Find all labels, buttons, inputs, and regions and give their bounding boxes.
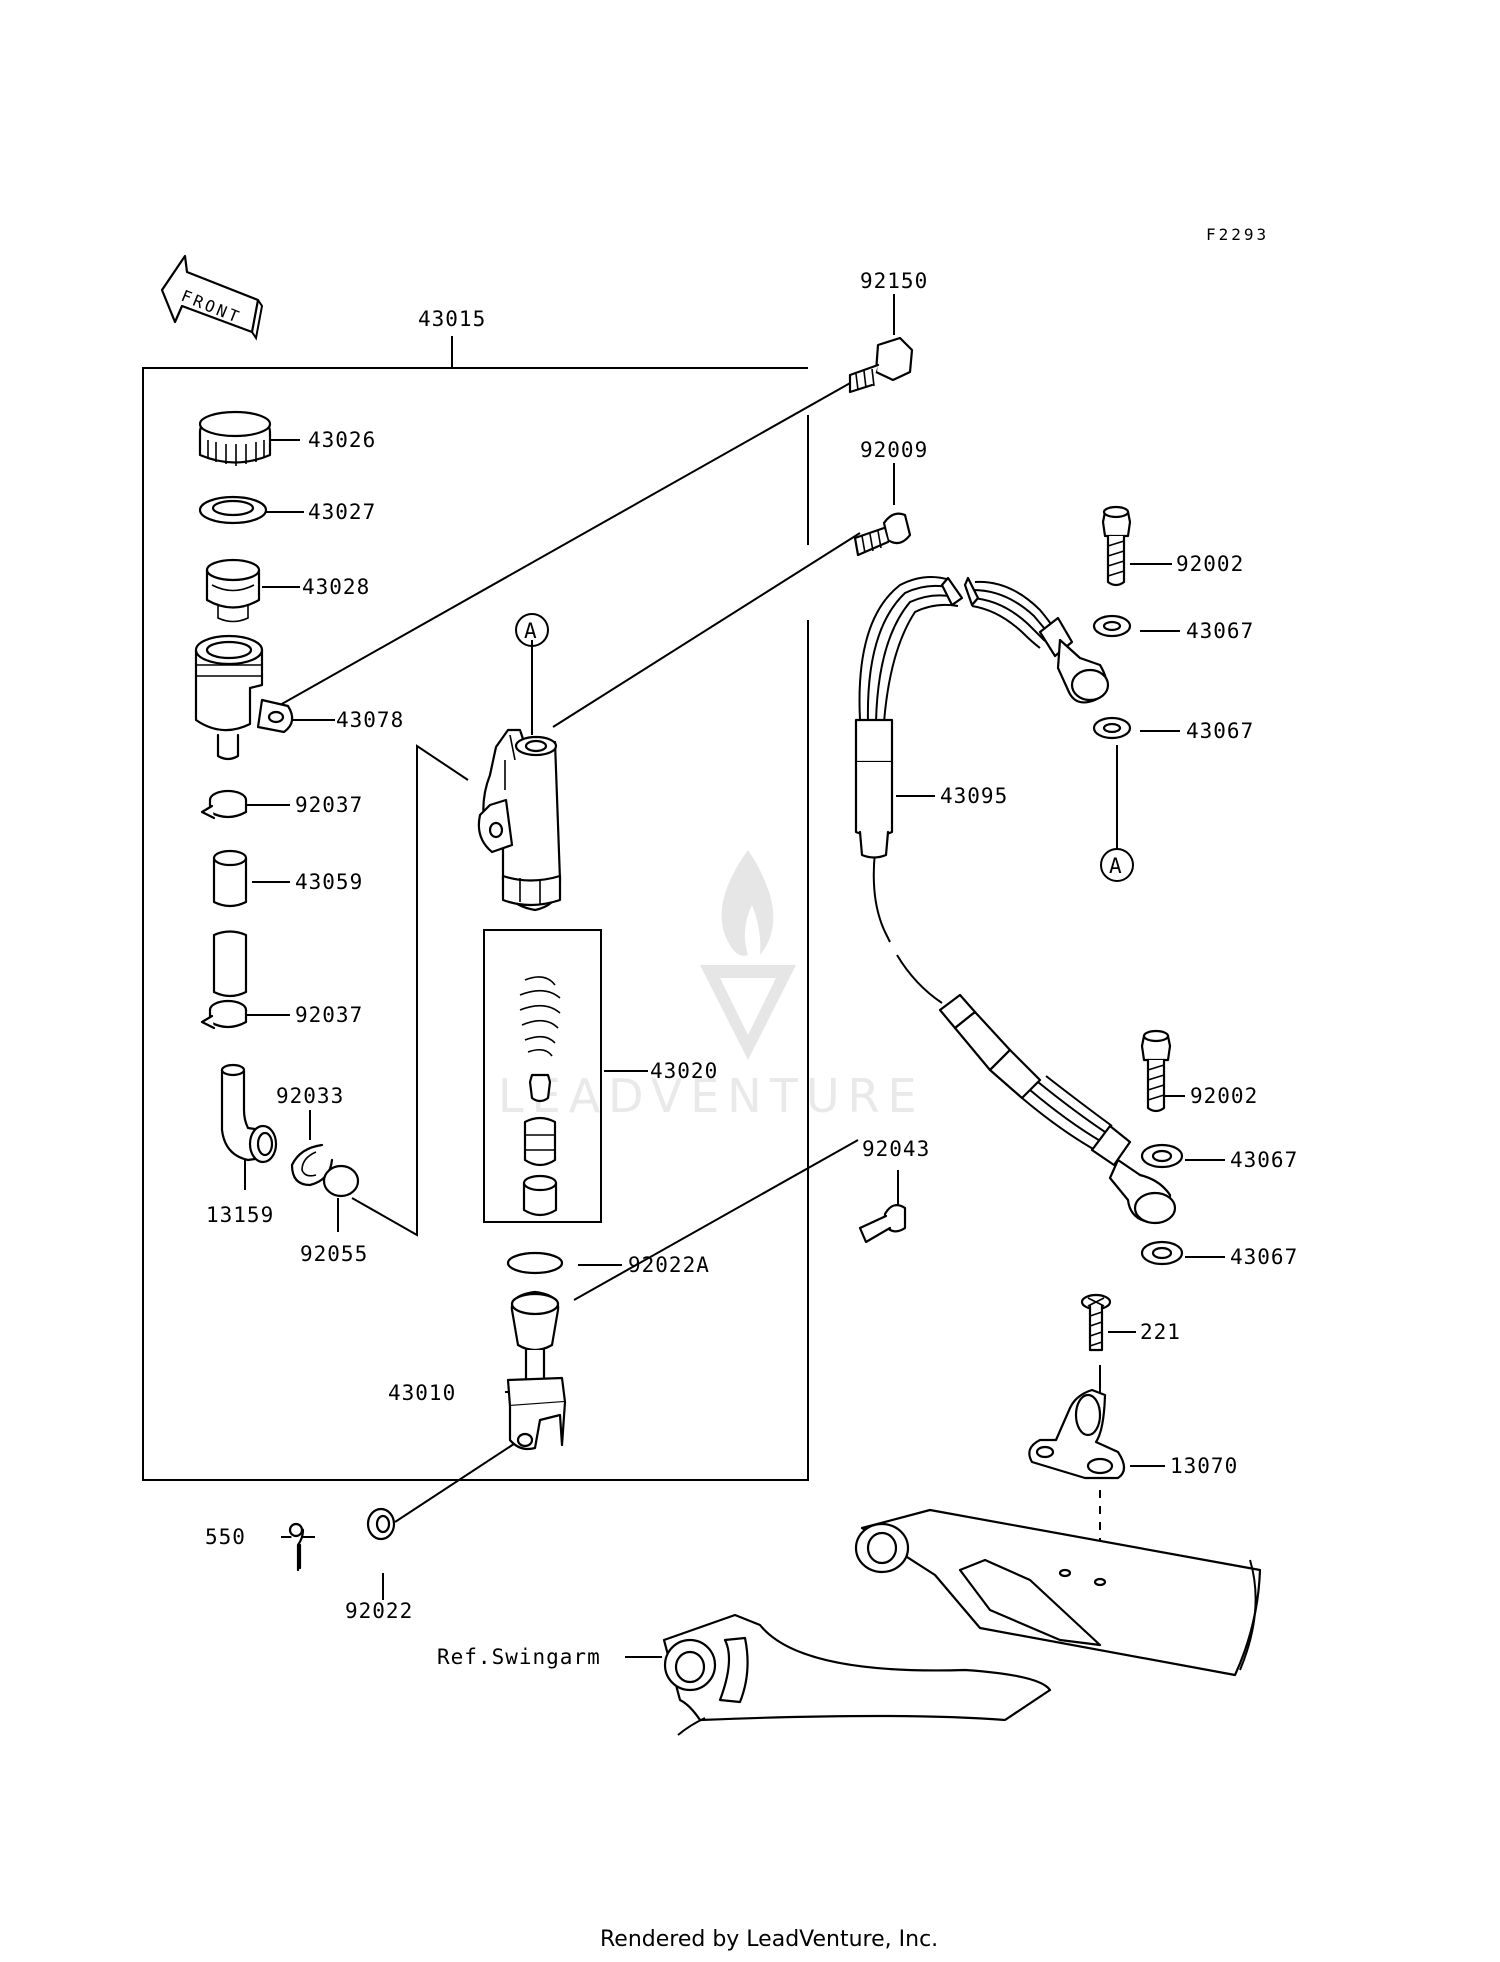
cotter-pin-icon — [288, 1522, 305, 1572]
label-43059: 43059 — [295, 870, 363, 894]
label-92022A: 92022A — [628, 1253, 710, 1277]
footer-credit: Rendered by LeadVenture, Inc. — [600, 1927, 938, 1952]
label-43067-d: 43067 — [1230, 1245, 1298, 1269]
watermark-text: LEADVENTURE — [498, 1069, 925, 1123]
snap-ring-icon — [506, 1251, 564, 1275]
callout-a-right: A — [1109, 854, 1123, 878]
label-43028: 43028 — [302, 575, 370, 599]
label-92002-lower: 92002 — [1190, 1084, 1258, 1108]
elbow-fitting-icon — [220, 1063, 278, 1164]
label-43027: 43027 — [308, 500, 376, 524]
label-43067-b: 43067 — [1186, 719, 1254, 743]
washer-icon-43067-a — [1092, 614, 1132, 638]
label-550: 550 — [205, 1525, 246, 1549]
label-43010: 43010 — [388, 1381, 456, 1405]
label-43067-c: 43067 — [1230, 1148, 1298, 1172]
reservoir-cap-icon — [198, 410, 272, 466]
reservoir-tank-icon — [194, 634, 294, 761]
label-92022: 92022 — [345, 1599, 413, 1623]
label-43078: 43078 — [336, 708, 404, 732]
label-92150: 92150 — [860, 269, 928, 293]
piston-kit-icon — [519, 976, 561, 1217]
label-92009: 92009 — [860, 438, 928, 462]
label-92037-upper: 92037 — [295, 793, 363, 817]
o-ring-icon — [322, 1164, 360, 1198]
reservoir-hose-icon — [212, 849, 248, 998]
hose-clamp-icon-lower — [200, 999, 248, 1030]
screw-icon-92009 — [853, 512, 912, 557]
brake-hose-icon — [854, 575, 1110, 859]
label-43015: 43015 — [418, 307, 486, 331]
front-arrow-icon: FRONT — [160, 254, 264, 341]
label-92043: 92043 — [862, 1137, 930, 1161]
swingarm-icon — [662, 1508, 1262, 1736]
clevis-pin-icon — [858, 1203, 907, 1244]
screw-icon-221 — [1080, 1293, 1112, 1352]
label-92033: 92033 — [276, 1084, 344, 1108]
washer-icon-43067-b — [1092, 716, 1132, 740]
washer-icon-43067-d — [1140, 1240, 1184, 1266]
label-43026: 43026 — [308, 428, 376, 452]
banjo-bolt-icon-lower — [1140, 1029, 1172, 1113]
label-43020: 43020 — [650, 1059, 718, 1083]
brake-hose-lower-icon — [938, 993, 1177, 1225]
label-43095: 43095 — [940, 784, 1008, 808]
label-13070: 13070 — [1170, 1454, 1238, 1478]
figure-code: F2293 — [1206, 225, 1269, 244]
washer-icon-43067-c — [1140, 1143, 1184, 1169]
bolt-icon-92150 — [848, 336, 914, 394]
banjo-bolt-icon-upper — [1101, 505, 1132, 587]
label-92002-upper: 92002 — [1176, 552, 1244, 576]
assembly-43015-box — [142, 336, 809, 1481]
washer-icon-left — [366, 1507, 396, 1541]
leadventure-watermark-logo: LEADVENTURE — [498, 850, 925, 1123]
callout-a-left: A — [524, 619, 538, 643]
reservoir-diaphragm-icon — [205, 558, 261, 623]
label-43067-a: 43067 — [1186, 619, 1254, 643]
reservoir-plate-icon — [198, 495, 268, 525]
label-221: 221 — [1140, 1320, 1181, 1344]
label-13159: 13159 — [206, 1203, 274, 1227]
label-92055: 92055 — [300, 1242, 368, 1266]
master-cylinder-body-icon — [477, 728, 562, 912]
circlip-icon — [290, 1143, 334, 1187]
leader-lines — [244, 294, 1225, 1658]
label-92037-lower: 92037 — [295, 1003, 363, 1027]
hose-guide-bracket-icon — [1028, 1388, 1126, 1480]
label-ref-swingarm: Ref.Swingarm — [437, 1645, 601, 1669]
hose-clamp-icon-upper — [200, 789, 248, 820]
push-rod-icon — [506, 1290, 567, 1451]
